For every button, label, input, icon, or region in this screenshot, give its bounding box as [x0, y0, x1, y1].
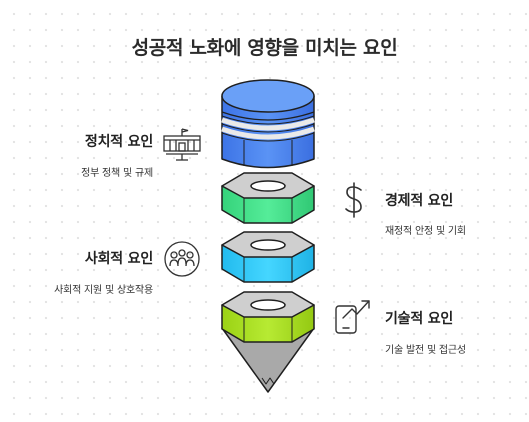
political-factor-desc: 정부 정책 및 규제 — [81, 168, 153, 179]
social-factor-title: 사회적 요인 — [84, 251, 153, 267]
nut-economic — [221, 172, 315, 224]
diagram-title: 성공적 노화에 영향을 미치는 요인 — [131, 37, 398, 59]
government-building-icon — [163, 128, 201, 161]
political-factor-title: 정치적 요인 — [84, 134, 153, 150]
bolt-head-political — [221, 79, 315, 169]
people-group-icon — [164, 241, 200, 277]
trend-device-icon — [335, 300, 370, 334]
nut-technological — [221, 291, 315, 393]
economic-factor-title: 경제적 요인 — [385, 193, 454, 209]
social-factor-desc: 사회적 지원 및 상호작용 — [54, 285, 153, 296]
economic-factor-desc: 재정적 안정 및 기회 — [385, 226, 466, 237]
technological-factor-title: 기술적 요인 — [385, 311, 454, 327]
nut-social — [221, 231, 315, 283]
technological-factor-desc: 기술 발전 및 접근성 — [385, 345, 466, 356]
dollar-sign-icon — [345, 182, 362, 218]
